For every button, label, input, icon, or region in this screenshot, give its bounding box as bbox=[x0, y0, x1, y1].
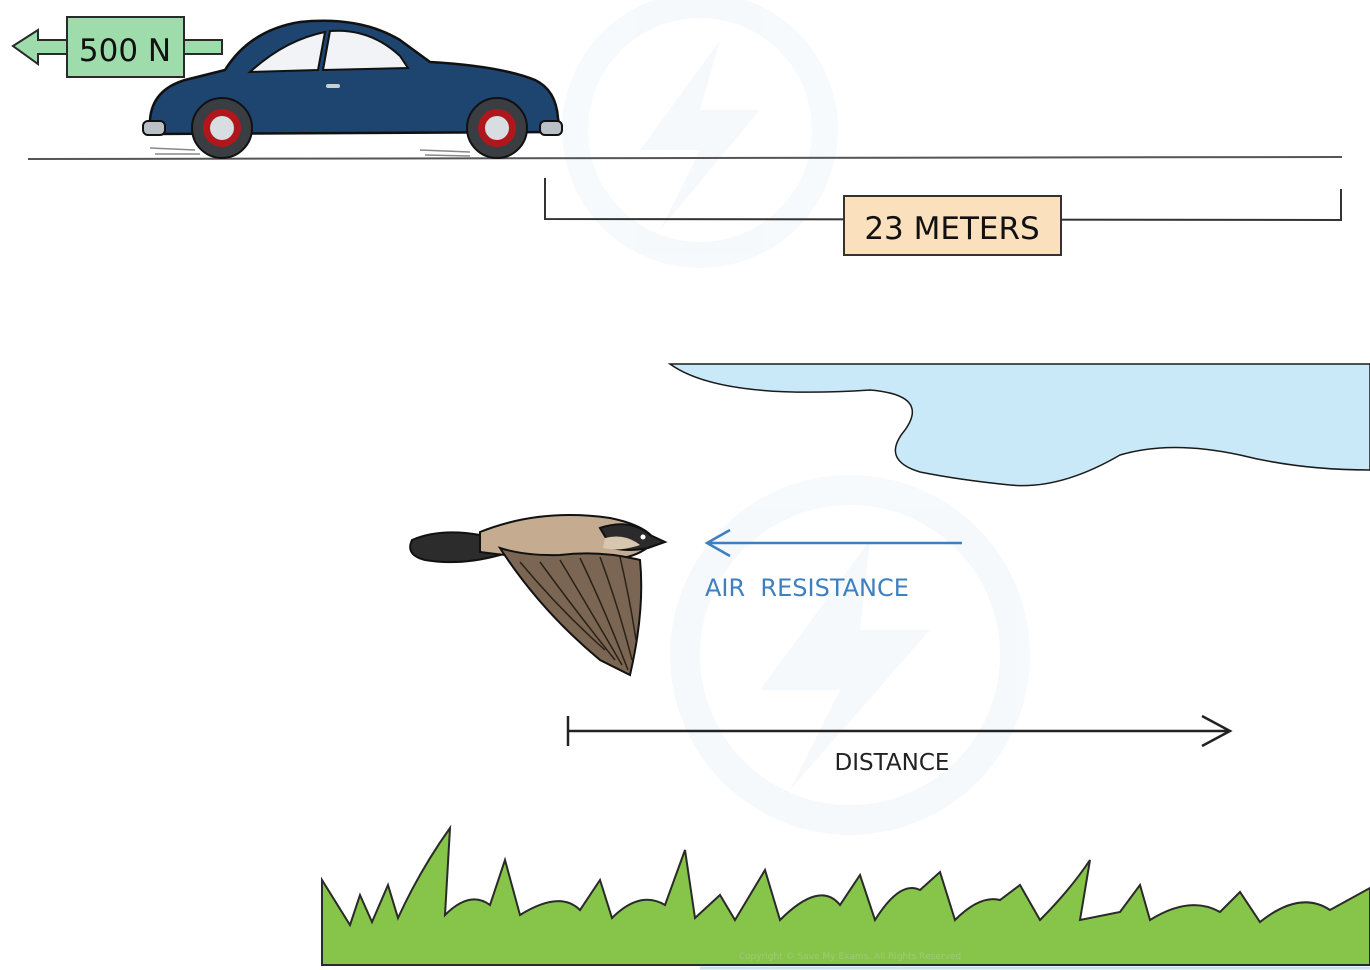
car-illustration bbox=[142, 19, 563, 159]
sky-cloud bbox=[667, 363, 1370, 487]
distance-label: 23 METERS bbox=[864, 211, 1039, 247]
copyright-text: Copyright © Save My Exams. All Rights Re… bbox=[739, 952, 961, 962]
bird-illustration bbox=[409, 514, 668, 677]
force-label: 500 N bbox=[79, 33, 171, 69]
car-rear-wheel bbox=[191, 97, 253, 159]
car-front-wheel bbox=[466, 97, 528, 159]
bird-distance-label: DISTANCE bbox=[835, 750, 950, 776]
force-arrow: 500 N bbox=[11, 16, 223, 78]
air-resistance-arrow: AIR RESISTANCE bbox=[704, 528, 962, 602]
watermark-logo-top bbox=[562, 0, 838, 268]
watermark-logo-bottom bbox=[670, 475, 1030, 835]
bird-distance-arrow: DISTANCE bbox=[566, 714, 1233, 776]
air-resistance-label: AIR RESISTANCE bbox=[705, 574, 909, 602]
grass bbox=[321, 824, 1370, 966]
road-line bbox=[27, 156, 1343, 161]
distance-bracket: 23 METERS bbox=[544, 178, 1342, 256]
